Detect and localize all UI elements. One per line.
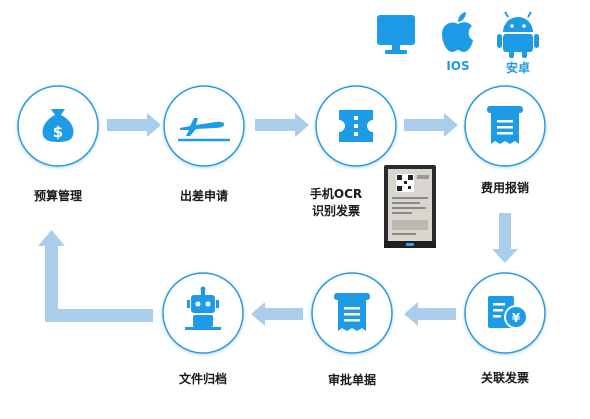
arrow-link-to-approve [404,302,456,326]
desktop-icon [377,15,415,54]
node-archive [162,272,244,354]
platform-label-ios: IOS [446,59,470,73]
phone-scan-photo [384,165,436,248]
ticket-scan-icon [339,110,373,142]
step-label-link: 关联发票 [480,371,529,385]
arrow-ocr-to-reimburse [404,113,458,137]
svg-text:$: $ [53,123,63,141]
step-label-travel: 出差申请 [179,189,228,203]
arrow-travel-to-ocr [255,113,309,137]
step-label-approve: 审批单据 [327,373,376,387]
android-icon [497,11,539,58]
node-ocr [315,85,397,167]
node-approve [311,272,393,354]
step-label-budget: 预算管理 [33,189,82,203]
robot-icon [185,286,221,330]
arrow-approve-to-archive [251,302,303,326]
airplane-icon [178,118,230,142]
node-link: ¥ [464,272,546,354]
step-label-ocr-line2: 识别发票 [311,204,360,218]
yuan-document-icon: ¥ [488,296,528,329]
step-label-reimburse: 费用报销 [480,181,529,195]
arrow-reimburse-to-link [492,213,518,263]
node-reimburse [464,85,546,167]
arrow-archive-to-budget [38,230,153,322]
node-travel [163,85,245,167]
apple-icon [442,12,473,52]
receipt-icon [487,106,523,144]
step-label-ocr-line1: 手机OCR [309,187,363,201]
step-label-archive: 文件归档 [178,372,227,386]
node-budget: $ [17,85,99,167]
platform-label-android: 安卓 [505,61,530,75]
money-bag-icon: $ [42,109,74,142]
svg-text:¥: ¥ [512,311,521,325]
receipt-icon [334,293,370,331]
arrow-budget-to-travel [107,113,161,137]
